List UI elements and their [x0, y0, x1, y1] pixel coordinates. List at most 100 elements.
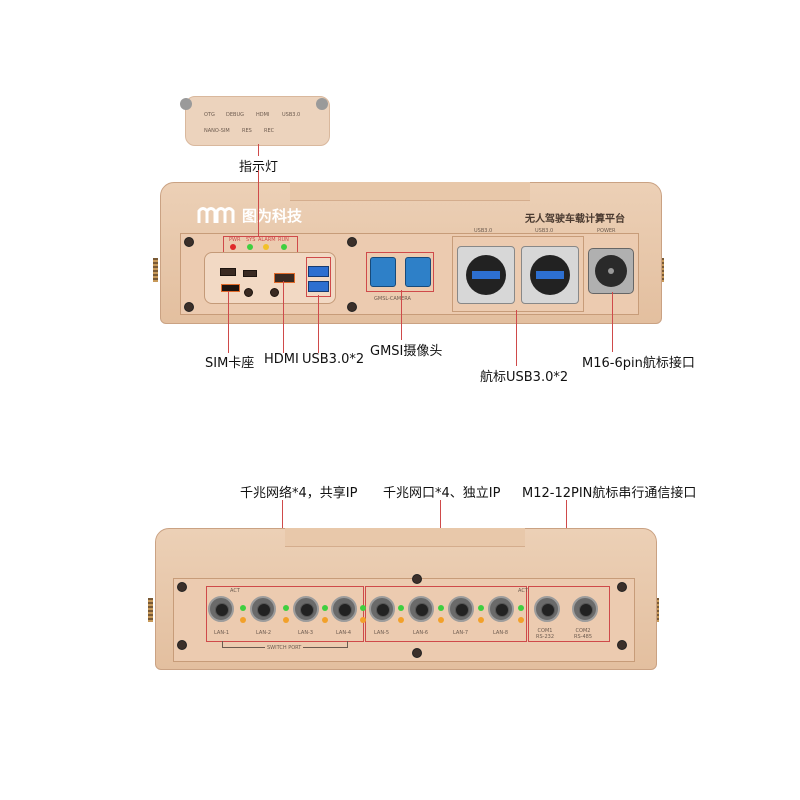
lan-5-link-led — [398, 617, 404, 623]
lan-1-link-led — [240, 617, 246, 623]
product-name: 无人驾驶车载计算平台 — [525, 214, 625, 225]
screw-icon — [316, 98, 328, 110]
lan-port-3[interactable] — [293, 596, 319, 622]
sim-callout: SIM卡座 — [205, 356, 255, 371]
led-label-pwr: PWR — [229, 237, 241, 243]
callout-line — [283, 281, 284, 353]
lan-port-4[interactable] — [331, 596, 357, 622]
power-label: POWER — [597, 228, 616, 234]
callout-line — [612, 292, 613, 352]
gmsl-camera-port-1[interactable] — [370, 257, 396, 287]
callout-line — [228, 291, 229, 353]
lan-label-8: LAN-8 — [493, 630, 509, 636]
sim-slot[interactable] — [221, 284, 240, 292]
gmsl-camera-port-2[interactable] — [405, 257, 431, 287]
serial-callout: M12-12PIN航标串行通信接口 — [522, 486, 697, 501]
otg-port[interactable] — [220, 268, 236, 276]
com2-label: COM2 RS-485 — [574, 628, 592, 640]
com1-label: COM1 RS-232 — [536, 628, 554, 640]
navy-usb-box — [452, 236, 584, 312]
lan-1-act-led — [240, 605, 246, 611]
lan-7-act-led — [478, 605, 484, 611]
com1-port[interactable] — [534, 596, 560, 622]
res-button[interactable] — [244, 288, 253, 297]
navy-usb-callout: 航标USB3.0*2 — [480, 370, 569, 385]
lan-8-link-led — [518, 617, 524, 623]
independent-lan-group-box — [365, 586, 527, 642]
hdmi-port[interactable] — [274, 273, 295, 283]
lan-port-7[interactable] — [448, 596, 474, 622]
screw-icon — [347, 302, 357, 312]
lan-label-6: LAN-6 — [413, 630, 429, 636]
antenna-left — [153, 258, 158, 282]
brand-logo — [197, 205, 235, 225]
screw-icon — [177, 640, 187, 650]
indicator-callout: 指示灯 — [239, 160, 279, 175]
lan-6-act-led — [438, 605, 444, 611]
lan-port-2[interactable] — [250, 596, 276, 622]
lan-3-link-led — [322, 617, 328, 623]
lan-label-2: LAN-2 — [256, 630, 272, 636]
lan-4-link-led — [360, 617, 366, 623]
navy-usb-label-1: USB3.0 — [474, 228, 493, 234]
gmsl-box — [366, 252, 434, 292]
callout-line — [318, 295, 319, 353]
m16-callout: M16-6pin航标接口 — [582, 356, 695, 371]
usb-callout: USB3.0*2 — [302, 352, 365, 367]
act-label-2: ACT — [518, 588, 528, 594]
navy-usb-label-2: USB3.0 — [535, 228, 554, 234]
indicator-label-nanosim: NANO-SIM — [204, 128, 230, 134]
screw-icon — [412, 574, 422, 584]
switch-lan-group-box — [206, 586, 364, 642]
usb-port-1[interactable] — [308, 266, 329, 277]
bottom-front-panel — [173, 578, 635, 662]
indicator-label-res: RES — [242, 128, 252, 134]
switch-port-label: SWITCH PORT — [265, 645, 304, 651]
lan-port-8[interactable] — [488, 596, 514, 622]
lan-label-1: LAN-1 — [214, 630, 230, 636]
indicator-label-usb: USB3.0 — [282, 112, 301, 118]
m16-power-connector[interactable] — [588, 248, 634, 294]
navy-usb-port-2[interactable] — [521, 246, 579, 304]
lan-3-act-led — [322, 605, 328, 611]
screw-icon — [617, 640, 627, 650]
screw-icon — [617, 582, 627, 592]
callout-line — [401, 290, 402, 340]
callout-line — [258, 144, 259, 156]
lan-port-6[interactable] — [408, 596, 434, 622]
indicator-label-rec: REC — [264, 128, 275, 134]
debug-port[interactable] — [243, 270, 257, 277]
rec-button[interactable] — [270, 288, 279, 297]
pwr-led — [230, 244, 236, 250]
navy-usb-port-1[interactable] — [457, 246, 515, 304]
usb-port-2[interactable] — [308, 281, 329, 292]
com2-port[interactable] — [572, 596, 598, 622]
lan-label-3: LAN-3 — [298, 630, 314, 636]
indicator-label-debug: DEBUG — [226, 112, 244, 118]
callout-line — [516, 310, 517, 366]
lan-label-5: LAN-5 — [374, 630, 390, 636]
alarm-led — [263, 244, 269, 250]
act-label-1: ACT — [230, 588, 240, 594]
lan-2-act-led — [283, 605, 289, 611]
screw-icon — [180, 98, 192, 110]
gmsl-label: GMSL-CAMERA — [374, 296, 411, 302]
lan-port-1[interactable] — [208, 596, 234, 622]
led-label-run: RUN — [278, 237, 289, 243]
top-device-top-notch — [290, 182, 530, 201]
lan-label-4: LAN-4 — [336, 630, 352, 636]
lan-5-act-led — [398, 605, 404, 611]
run-led — [281, 244, 287, 250]
lan-8-act-led — [518, 605, 524, 611]
lan-label-7: LAN-7 — [453, 630, 469, 636]
screw-icon — [347, 237, 357, 247]
callout-line — [258, 170, 259, 236]
led-label-alarm: ALARM — [258, 237, 276, 243]
gmsl-callout: GMSI摄像头 — [370, 344, 443, 359]
lan-7-link-led — [478, 617, 484, 623]
indicator-label-otg: OTG — [204, 112, 215, 118]
bottom-device-top-notch — [285, 528, 525, 547]
indicator-panel: OTG DEBUG HDMI USB3.0 NANO-SIM RES REC — [180, 96, 330, 146]
antenna-left — [148, 598, 153, 622]
lan-port-5[interactable] — [369, 596, 395, 622]
